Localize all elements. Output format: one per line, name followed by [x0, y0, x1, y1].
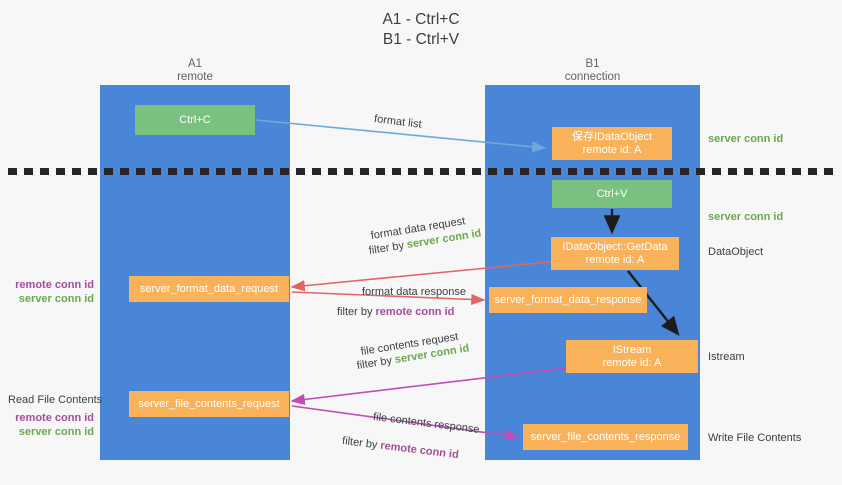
- box-ctrl-v[interactable]: Ctrl+V: [552, 180, 672, 208]
- edge-filter-format-data-response: filter by remote conn id: [337, 305, 454, 319]
- box-save-idataobject[interactable]: 保存IDataObject remote id: A: [552, 127, 672, 160]
- edge-filter-file-contents-response: filter by remote conn id: [341, 434, 459, 462]
- edge-label-format-list: format list: [373, 112, 423, 131]
- annotation-server-conn-id-mid: server conn id: [708, 211, 784, 223]
- edge-label-file-contents-response: file contents response: [372, 410, 481, 436]
- box-server-format-data-response[interactable]: server_format_data_response: [489, 287, 647, 313]
- edge-label-format-data-response: format data response: [362, 286, 466, 298]
- box-ctrl-c[interactable]: Ctrl+C: [135, 105, 255, 135]
- annotation-server-conn-id-top: server conn id: [708, 133, 784, 145]
- filter-by-text: filter by: [341, 434, 382, 452]
- box-idataobject-getdata[interactable]: IDataObject::GetData remote id: A: [551, 237, 679, 270]
- annotation-istream: Istream: [708, 351, 745, 363]
- remote-conn-id-text: remote conn id: [15, 279, 94, 291]
- remote-conn-id-text: remote conn id: [15, 412, 94, 424]
- annotation-left-conn-ids-file: remote conn id server conn id: [8, 411, 94, 439]
- dashed-divider: [8, 168, 834, 175]
- annotation-write-file-contents: Write File Contents: [708, 432, 802, 444]
- column-header-a1: A1 remote: [177, 58, 213, 83]
- page-title: A1 - Ctrl+C B1 - Ctrl+V: [382, 11, 460, 48]
- annotation-dataobject: DataObject: [708, 246, 764, 258]
- annotation-read-file-contents: Read File Contents: [8, 394, 103, 406]
- server-conn-id-text: server conn id: [18, 426, 94, 438]
- server-conn-id-text: server conn id: [18, 293, 94, 305]
- box-istream[interactable]: IStream remote id: A: [566, 340, 698, 373]
- column-header-b1: B1 connection: [564, 58, 621, 83]
- filter-by-text: filter by: [337, 306, 376, 318]
- remote-conn-id-text: remote conn id: [375, 306, 455, 318]
- box-server-file-contents-request[interactable]: server_file_contents_request: [129, 391, 289, 417]
- annotation-left-conn-ids-format: remote conn id server conn id: [8, 278, 94, 306]
- box-server-file-contents-response[interactable]: server_file_contents_response: [523, 424, 688, 450]
- remote-conn-id-text: remote conn id: [379, 439, 460, 462]
- box-server-format-data-request[interactable]: server_format_data_request: [129, 276, 289, 302]
